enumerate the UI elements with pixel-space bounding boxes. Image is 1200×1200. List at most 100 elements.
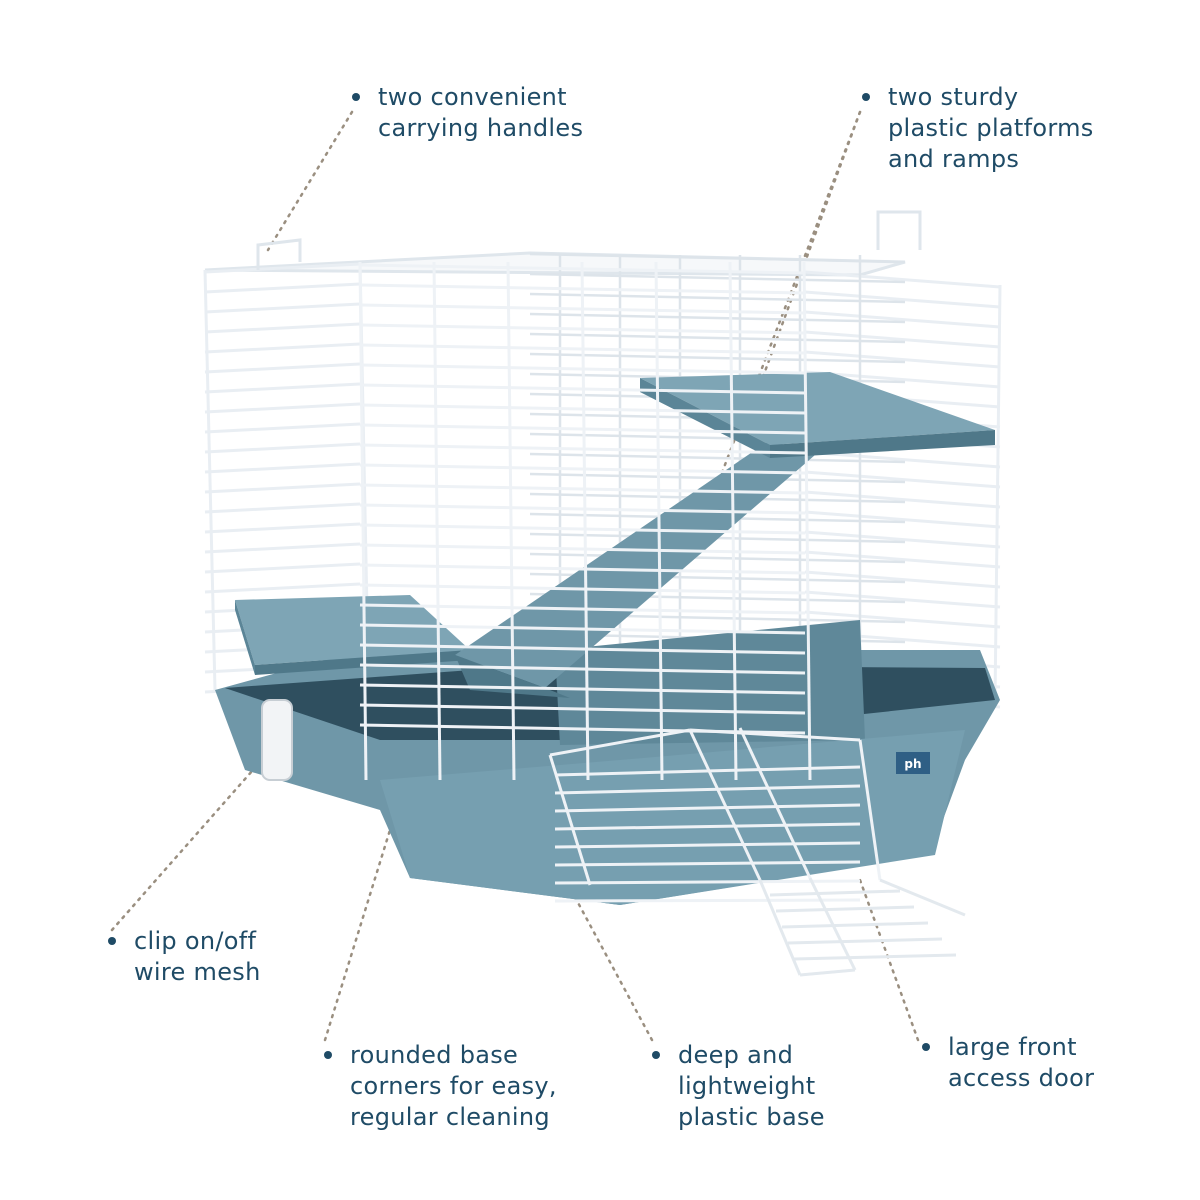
upper-platform (640, 372, 995, 458)
wire (804, 570, 1001, 589)
callout-line: access door (948, 1064, 1095, 1092)
callout-line: two sturdy (888, 83, 1019, 111)
wire (204, 522, 361, 534)
callout-line: two convenient (378, 83, 567, 111)
wire (688, 729, 762, 881)
leader-corners (323, 828, 392, 1042)
wire (204, 482, 361, 494)
wire (804, 370, 1001, 389)
bullet-dot (922, 1043, 930, 1051)
wire (529, 272, 906, 284)
callout-door: large front access door (922, 1032, 1095, 1094)
wire (359, 603, 806, 615)
wire (804, 350, 1001, 369)
callout-line: rounded base (350, 1041, 519, 1069)
wire (529, 252, 906, 264)
callout-corners: rounded base corners for easy, regular c… (324, 1040, 557, 1133)
wire (802, 261, 812, 781)
wire (204, 262, 361, 274)
base-clip (261, 699, 293, 781)
wire (529, 332, 906, 344)
callout-handles: two convenient carrying handles (352, 82, 584, 144)
wire (554, 822, 861, 831)
bullet-dot (108, 937, 116, 945)
wire (359, 663, 806, 675)
wire (993, 284, 1002, 701)
wire (781, 921, 929, 929)
wire (554, 784, 861, 795)
callout-line: plastic base (678, 1103, 825, 1131)
callout-line: large front (948, 1033, 1077, 1061)
brand-badge-box (896, 752, 930, 774)
wire (804, 510, 1001, 529)
leader-handles (266, 110, 354, 252)
wire (359, 623, 806, 635)
callout-platforms: two sturdy plastic platforms and ramps (862, 82, 1094, 175)
callout-line: lightweight (678, 1072, 816, 1100)
wire (580, 261, 590, 781)
wire (204, 362, 361, 374)
wire (359, 463, 806, 475)
callout-line: clip on/off (134, 927, 257, 955)
wire (775, 905, 915, 913)
wire (804, 550, 1001, 569)
wire (738, 727, 812, 879)
wire (554, 879, 861, 885)
wire (554, 898, 861, 903)
wire (529, 452, 906, 464)
callout-base: deep and lightweight plastic base (652, 1040, 825, 1133)
wire (799, 968, 856, 977)
wire (359, 443, 806, 455)
wire (359, 643, 806, 655)
access-door (548, 727, 966, 977)
lower-platform (235, 595, 470, 675)
wire (879, 878, 966, 917)
bullet-dot (862, 93, 870, 101)
wire (549, 728, 691, 757)
wire (804, 610, 1001, 629)
callout-line: plastic platforms (888, 114, 1094, 142)
wire (359, 683, 806, 695)
wire (359, 583, 806, 595)
wire (529, 552, 906, 564)
wire (758, 879, 802, 976)
wire (804, 590, 1001, 609)
wire (204, 342, 361, 354)
wire (793, 953, 957, 961)
wire (728, 261, 738, 781)
wire (804, 270, 1001, 289)
wire (689, 728, 861, 742)
wire (769, 889, 901, 897)
wire (804, 470, 1001, 489)
wire (804, 330, 1001, 349)
wire (204, 422, 361, 434)
wire (204, 502, 361, 514)
leader-clip (110, 743, 277, 932)
wire (204, 302, 361, 314)
wire (204, 442, 361, 454)
wire (204, 582, 361, 594)
wire (529, 352, 906, 364)
carrying-handles (256, 210, 922, 270)
bullet-dot (352, 93, 360, 101)
wire (359, 563, 806, 575)
wire (432, 261, 442, 781)
brand-badge: ph (904, 757, 921, 771)
wire (804, 310, 1001, 329)
wire (204, 542, 361, 554)
leader-platforms-a (758, 110, 862, 387)
wire (858, 739, 882, 881)
wire (804, 530, 1001, 549)
callout-line: carrying handles (378, 114, 584, 142)
wire (359, 543, 806, 555)
leader-door (858, 878, 920, 1042)
wire (506, 261, 516, 781)
wire (654, 261, 664, 781)
wire (529, 312, 906, 324)
bullet-dot (652, 1051, 660, 1059)
wire (204, 382, 361, 394)
wire (787, 937, 943, 945)
bullet-dot (324, 1051, 332, 1059)
wire (204, 282, 361, 294)
wire (204, 402, 361, 414)
